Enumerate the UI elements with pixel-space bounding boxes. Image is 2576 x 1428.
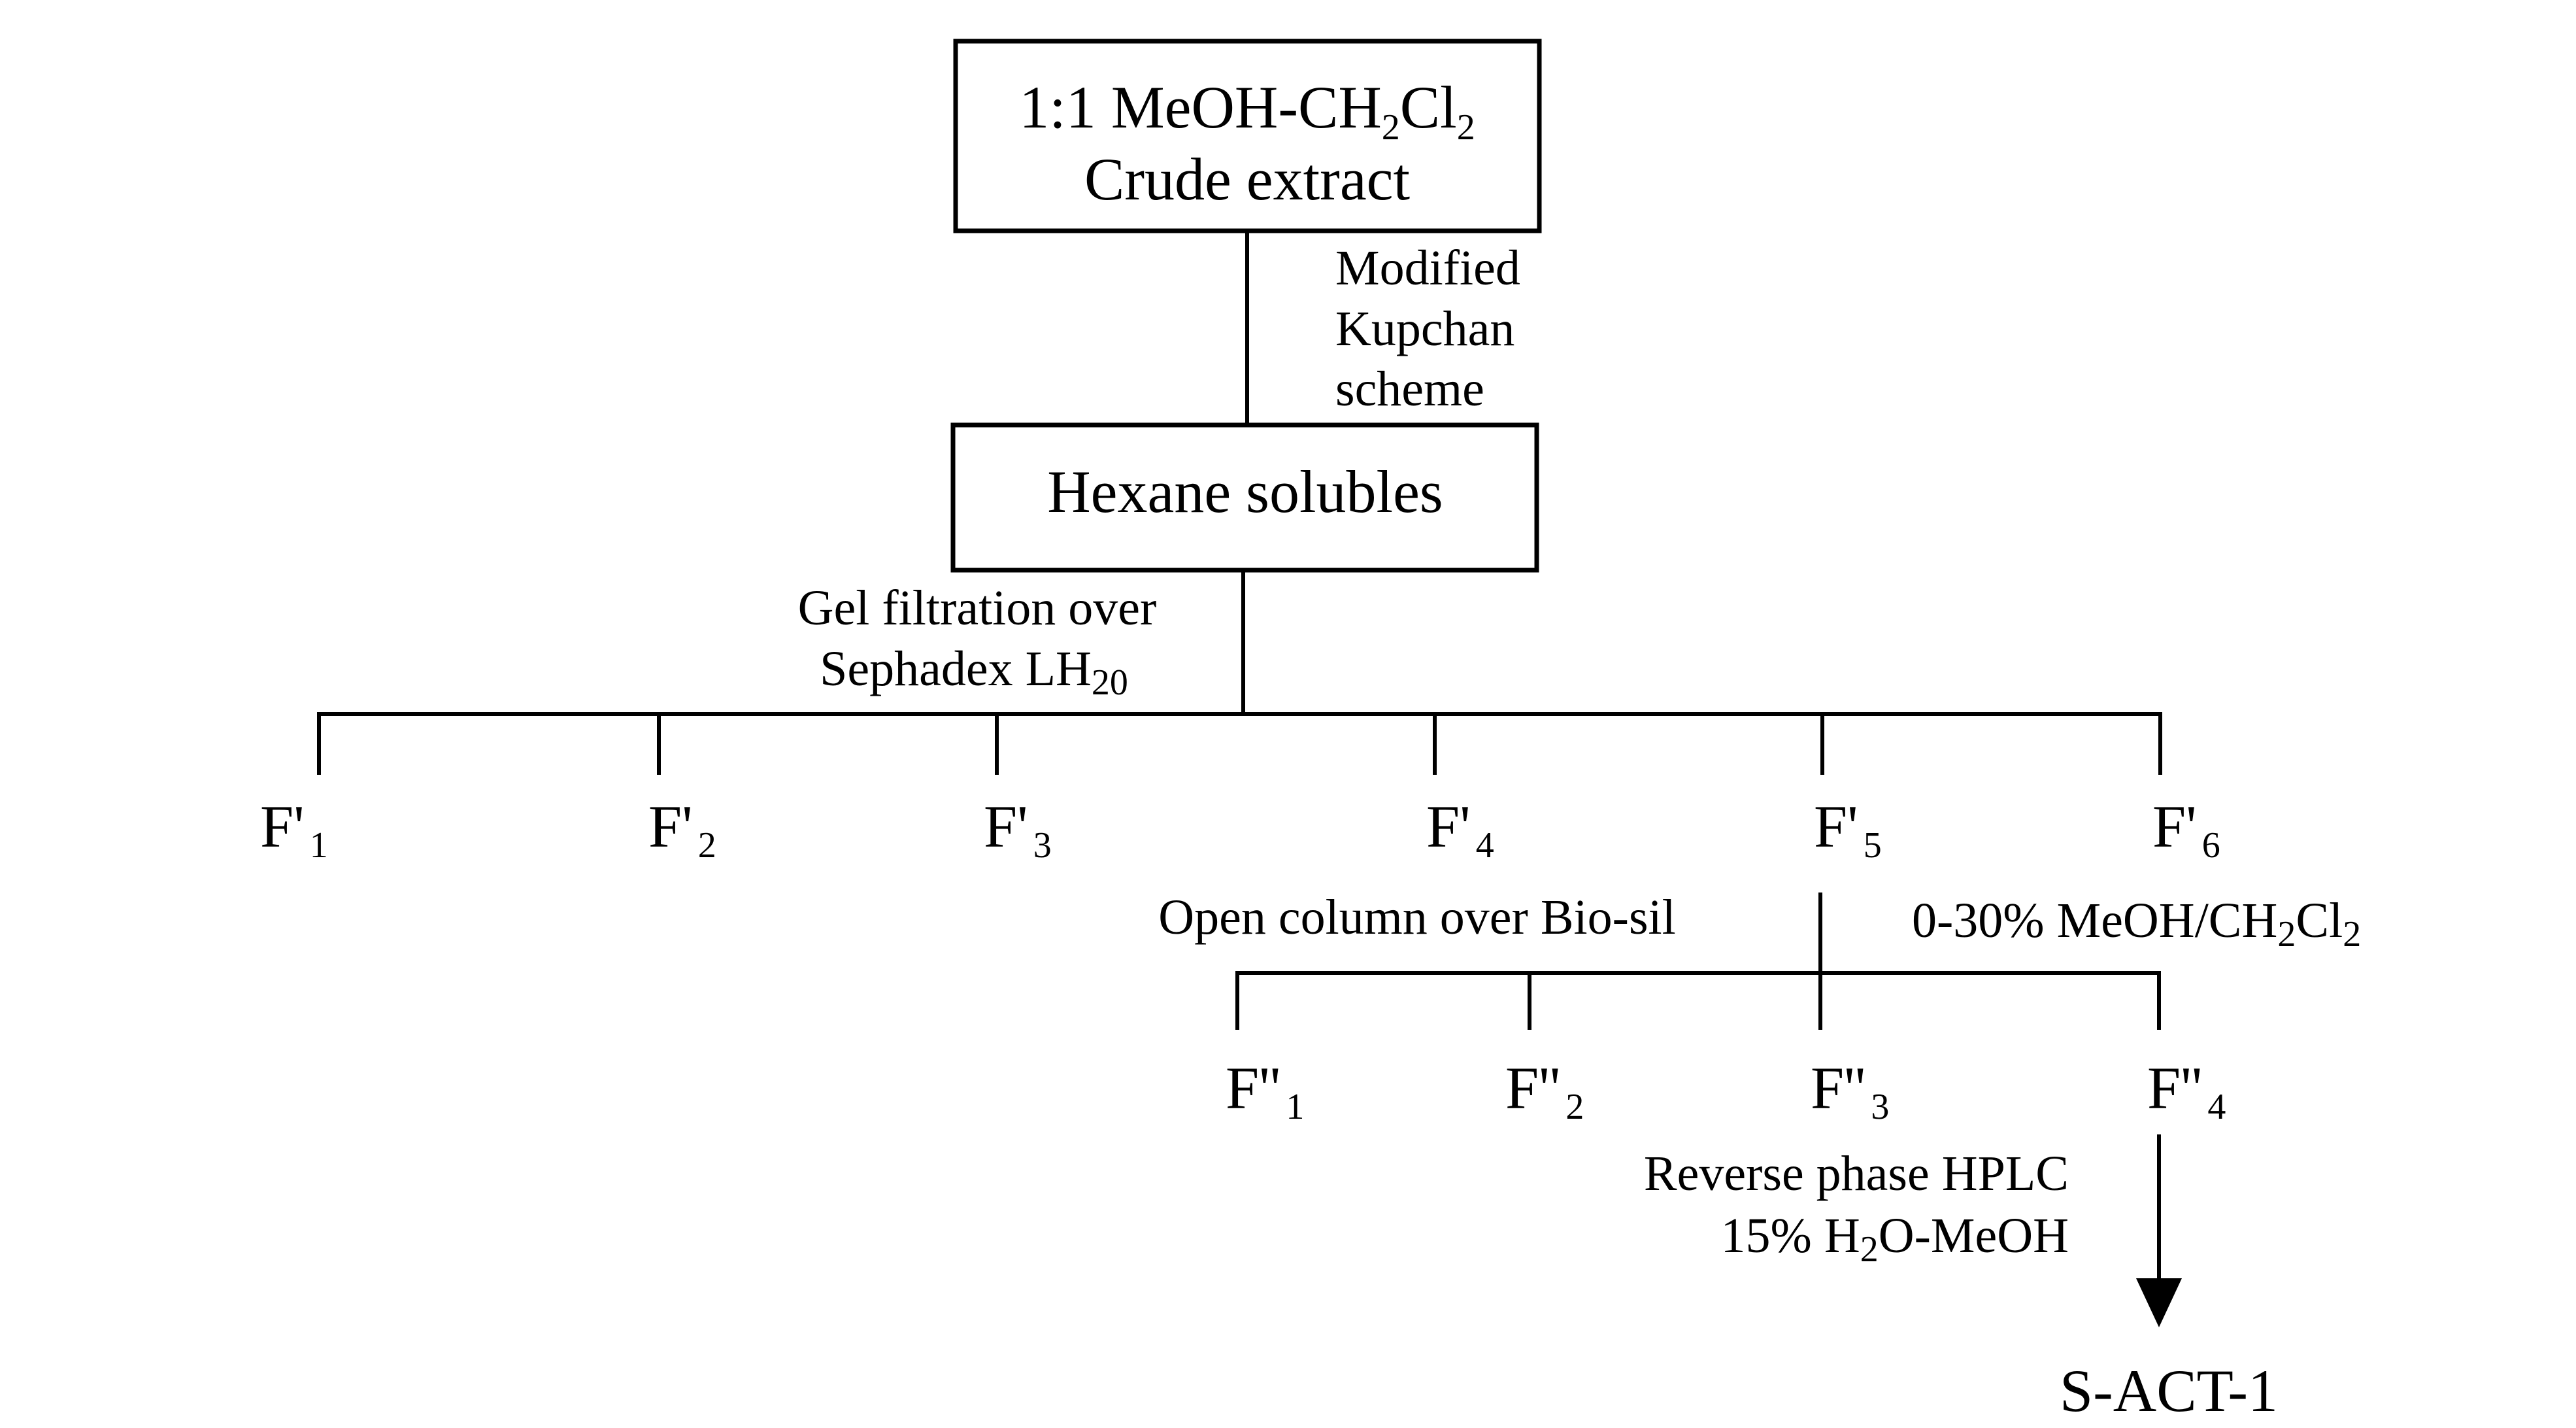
fraction-f6: F'6: [2152, 793, 2220, 866]
hexane-solubles-box: [950, 422, 1539, 573]
open-column-label: Open column over Bio-sil: [1158, 890, 1676, 945]
fraction-f1: F'1: [260, 793, 328, 866]
crude-extract-solvent: 1:1 MeOH-CH2Cl2: [1019, 74, 1475, 148]
fraction-f3: F'3: [984, 793, 1052, 866]
gel-filtration-label-line2: Sephadex LH20: [820, 641, 1128, 703]
arrow-head: [2136, 1278, 2182, 1327]
hplc-label-line1: Reverse phase HPLC: [1644, 1146, 2069, 1201]
kupchan-label-line1: Modified: [1335, 241, 1520, 296]
fraction-ff2: F''2: [1505, 1055, 1584, 1127]
fraction-f2: F'2: [648, 793, 716, 866]
crude-extract-label: Crude extract: [1084, 146, 1411, 212]
kupchan-label-line2: Kupchan: [1335, 301, 1514, 356]
crude-extract-box: [953, 39, 1542, 233]
fraction-f4: F'4: [1426, 793, 1494, 866]
fraction-f5: F'5: [1814, 793, 1882, 866]
gel-filtration-label-line1: Gel filtration over: [798, 581, 1157, 636]
kupchan-label-line3: scheme: [1335, 362, 1484, 416]
hexane-solubles-label: Hexane solubles: [1047, 458, 1443, 525]
gradient-label: 0-30% MeOH/CH2Cl2: [1912, 893, 2361, 955]
fraction-ff4: F''4: [2147, 1055, 2226, 1127]
product-label: S-ACT-1: [2060, 1357, 2278, 1424]
fraction-ff3: F''3: [1811, 1055, 1889, 1127]
fraction-ff1: F''1: [1226, 1055, 1304, 1127]
hplc-label-line2: 15% H2O-MeOH: [1721, 1208, 2069, 1270]
